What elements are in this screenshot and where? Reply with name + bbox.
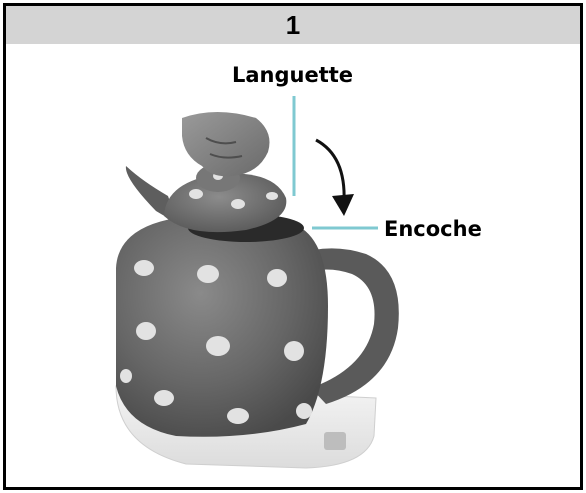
tab-label: Languette xyxy=(232,63,353,87)
switch-icon xyxy=(324,432,346,450)
step-number-text: 1 xyxy=(286,10,300,41)
step-panel: 1 xyxy=(3,3,583,490)
rotation-arrow-icon xyxy=(316,140,354,216)
step-number-header-overlay: 1 xyxy=(6,6,580,44)
notch-label: Encoche xyxy=(384,217,482,241)
